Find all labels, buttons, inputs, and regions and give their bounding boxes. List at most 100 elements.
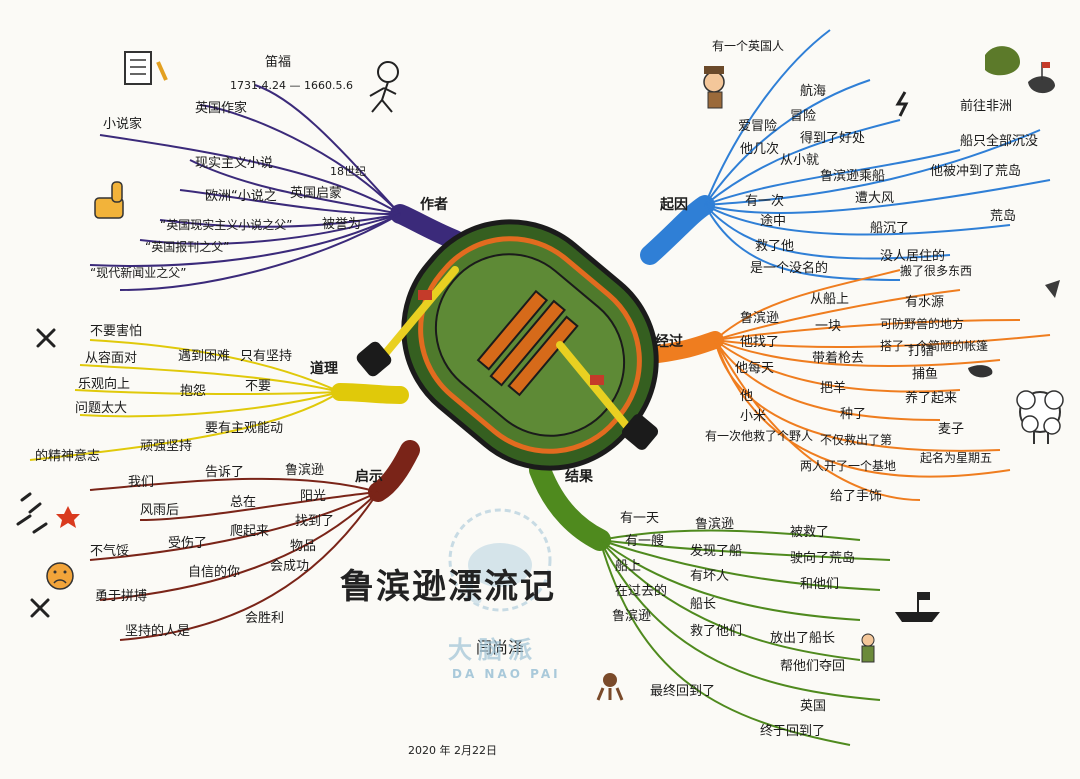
process-item: 带着枪去 bbox=[812, 351, 865, 366]
process-item: 搭了一个简陋的帐篷 bbox=[880, 339, 989, 353]
author-item: 1731.4.24 — 1660.5.6 bbox=[230, 79, 353, 92]
result-item: 驶向了荒岛 bbox=[790, 551, 856, 566]
insight-item: 鲁滨逊 bbox=[285, 463, 325, 478]
watermark-en: DA NAO PAI bbox=[452, 667, 561, 681]
insight-item: 阳光 bbox=[300, 489, 327, 504]
result-item: 发现了船 bbox=[690, 544, 743, 559]
cross-icon bbox=[30, 328, 56, 618]
insight-item: 勇于拼搏 bbox=[95, 589, 148, 604]
sheep-icon bbox=[1016, 390, 1064, 444]
cause-item: 荒岛 bbox=[990, 209, 1017, 224]
cause-item: 从小就 bbox=[780, 153, 820, 168]
branch-label-reasoning: 道理 bbox=[310, 361, 338, 377]
insight-item: 爬起来 bbox=[230, 524, 270, 539]
insight-item: 告诉了 bbox=[205, 465, 245, 480]
result-item: 和他们 bbox=[800, 577, 840, 592]
process-item: 有一次他救了个野人 bbox=[705, 429, 814, 443]
elephant-logo bbox=[448, 508, 552, 612]
author-item: “英国现实主义小说之父” bbox=[160, 218, 293, 232]
author-item: 18世纪 bbox=[330, 165, 366, 178]
author-item: 小说家 bbox=[103, 117, 143, 132]
insight-item: 会成功 bbox=[270, 559, 310, 574]
process-item: 鲁滨逊 bbox=[740, 311, 780, 326]
author-item: 欧洲“小说之 bbox=[205, 189, 277, 204]
process-item: 小米 bbox=[740, 409, 767, 424]
insight-item: 我们 bbox=[128, 475, 155, 490]
cause-item: 遭大风 bbox=[855, 191, 895, 206]
island-icon bbox=[968, 46, 1060, 378]
author-item: 英国启蒙 bbox=[290, 186, 343, 201]
result-item: 在过去的 bbox=[615, 584, 668, 599]
insight-item: 会胜利 bbox=[245, 611, 285, 626]
insight-item: 受伤了 bbox=[168, 536, 208, 551]
branch-author bbox=[390, 204, 465, 250]
result-item: 终于回到了 bbox=[760, 724, 826, 739]
reasoning-twigs bbox=[29, 339, 341, 461]
cause-item: 有一次 bbox=[745, 194, 785, 209]
process-item: 养了起来 bbox=[905, 391, 958, 406]
author-name: 闫尚泽 bbox=[476, 638, 525, 657]
cause-item: 爱冒险 bbox=[738, 119, 778, 134]
date-label: 2020 年 2月22日 bbox=[408, 744, 497, 757]
watermark-cn: 大脑派 bbox=[448, 636, 538, 664]
map-title: 鲁滨逊漂流记 bbox=[340, 567, 556, 607]
author-item: “现代新闻业之父” bbox=[90, 266, 187, 280]
cause-item: 航海 bbox=[800, 84, 827, 99]
process-item: 捕鱼 bbox=[912, 367, 939, 382]
cause-item: 得到了好处 bbox=[800, 131, 866, 146]
process-item: 他 bbox=[740, 389, 754, 404]
process-item: 不仅救出了第 bbox=[820, 433, 893, 447]
process-item: 种了 bbox=[840, 407, 867, 422]
cause-item: 救了他 bbox=[755, 239, 795, 254]
reasoning-item: 抱怨 bbox=[180, 384, 207, 399]
reasoning-item: 只有坚持 bbox=[240, 349, 293, 364]
process-item: 搬了很多东西 bbox=[900, 264, 973, 278]
raft-illustration bbox=[356, 219, 659, 471]
monkey-icon bbox=[596, 673, 624, 701]
result-item: 有一天 bbox=[620, 511, 660, 526]
explorer-icon bbox=[703, 66, 725, 109]
ship-icon bbox=[895, 592, 940, 622]
result-item: 有一艘 bbox=[625, 534, 665, 549]
branch-insight bbox=[368, 440, 420, 502]
reasoning-item: 问题太大 bbox=[75, 401, 128, 416]
lightning-icon bbox=[895, 91, 909, 117]
insight-item: 物品 bbox=[290, 539, 317, 554]
cause-item: 船只全部沉没 bbox=[960, 134, 1039, 149]
author-item: 被誉为 bbox=[322, 217, 362, 232]
process-item: 起名为星期五 bbox=[920, 451, 993, 465]
process-item: 他每天 bbox=[735, 361, 775, 376]
cause-item: 船沉了 bbox=[870, 221, 910, 236]
branch-label-insight: 启示 bbox=[355, 469, 383, 485]
rain-icon bbox=[16, 492, 48, 534]
result-item: 船长 bbox=[690, 597, 717, 612]
figure-icon-right bbox=[861, 633, 875, 663]
process-item: 他找了 bbox=[740, 335, 780, 350]
author-item: 现实主义小说 bbox=[195, 156, 274, 171]
notepad-icon bbox=[124, 51, 168, 85]
result-item: 放出了船长 bbox=[770, 631, 836, 646]
author-item: “英国报刊之父” bbox=[145, 240, 230, 254]
result-twigs bbox=[599, 529, 891, 746]
branch-label-author: 作者 bbox=[420, 197, 448, 213]
cause-item: 他被冲到了荒岛 bbox=[930, 164, 1022, 179]
reasoning-item: 不要害怕 bbox=[90, 324, 143, 339]
result-item: 最终回到了 bbox=[650, 684, 716, 699]
reasoning-item: 乐观向上 bbox=[78, 377, 131, 392]
result-item: 帮他们夺回 bbox=[780, 659, 846, 674]
reasoning-item: 遇到困难 bbox=[178, 349, 231, 364]
branch-label-cause: 起因 bbox=[660, 197, 688, 213]
author-item: 笛福 bbox=[265, 55, 292, 70]
process-twigs bbox=[714, 269, 1051, 501]
process-item: 一块 bbox=[815, 319, 842, 334]
insight-twigs bbox=[89, 477, 379, 641]
result-item: 英国 bbox=[800, 699, 827, 714]
sun-icon bbox=[56, 506, 80, 528]
insight-item: 坚持的人是 bbox=[125, 624, 191, 639]
branch-reasoning bbox=[331, 383, 409, 404]
sad-face-icon bbox=[46, 562, 74, 590]
result-item: 船上 bbox=[615, 559, 642, 574]
reasoning-item: 从容面对 bbox=[85, 351, 138, 366]
